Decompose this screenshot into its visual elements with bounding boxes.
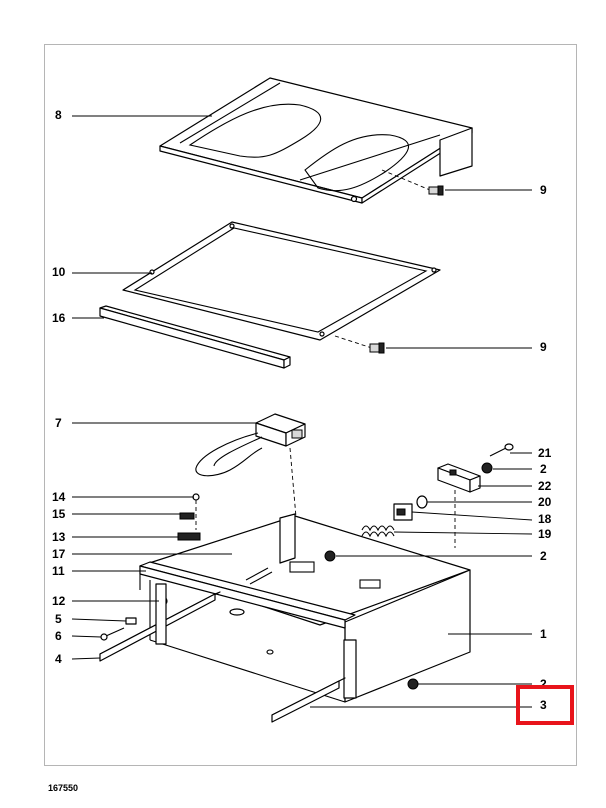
part-8-hob-top (159, 77, 473, 204)
leader-lines (71, 115, 533, 708)
label-part-16: 16 (52, 311, 66, 325)
label-part-1: 1 (540, 627, 547, 641)
label-part-11: 11 (52, 564, 65, 578)
diagram-frame (44, 44, 577, 766)
part-15-clip (179, 512, 195, 520)
part-19-spring (361, 525, 395, 538)
part-4-left-runner (99, 583, 221, 662)
label-part-2-middle: 2 (540, 549, 547, 563)
label-part-17: 17 (52, 547, 66, 561)
part-1-drawer-body (139, 513, 471, 703)
label-part-12: 12 (52, 594, 66, 608)
part-2-nut-lower (407, 678, 419, 690)
label-part-10: 10 (52, 265, 66, 279)
label-part-7: 7 (55, 416, 62, 430)
part-22-bracket (437, 463, 481, 493)
label-part-13: 13 (52, 530, 66, 544)
label-part-22: 22 (538, 479, 552, 493)
part-9-screw-top (381, 169, 444, 196)
part-6-screw (100, 627, 125, 641)
label-part-2-lower: 2 (540, 677, 547, 691)
part-11-front-rail (139, 561, 356, 629)
label-part-2-upper: 2 (540, 462, 547, 476)
label-part-21: 21 (538, 446, 552, 460)
document-number: 167550 (48, 783, 79, 793)
part-14-screw (192, 493, 200, 530)
label-part-15: 15 (52, 507, 66, 521)
label-part-9-top: 9 (540, 183, 547, 197)
part-20-washer (416, 495, 428, 509)
label-part-18: 18 (538, 512, 552, 526)
label-part-8: 8 (55, 108, 62, 122)
highlight-box-part-3 (516, 685, 574, 725)
part-2-nut-upper (481, 462, 493, 474)
part-9-screw-lower (334, 335, 385, 354)
label-part-14: 14 (52, 490, 66, 504)
label-part-5: 5 (55, 612, 62, 626)
part-5-fastener (125, 617, 137, 625)
label-part-9-lower: 9 (540, 340, 547, 354)
part-10-gasket-frame (122, 221, 441, 341)
label-part-3: 3 (540, 698, 547, 712)
part-7-thermostat (195, 413, 306, 541)
label-part-20: 20 (538, 495, 552, 509)
part-21-screw (489, 443, 514, 457)
part-18-lamp-holder (393, 503, 413, 521)
part-13-knob-block (177, 532, 201, 541)
label-part-19: 19 (538, 527, 552, 541)
part-16-front-strip (99, 305, 291, 369)
label-part-4: 4 (55, 652, 62, 666)
label-part-6: 6 (55, 629, 62, 643)
part-3-right-runner (271, 677, 346, 723)
